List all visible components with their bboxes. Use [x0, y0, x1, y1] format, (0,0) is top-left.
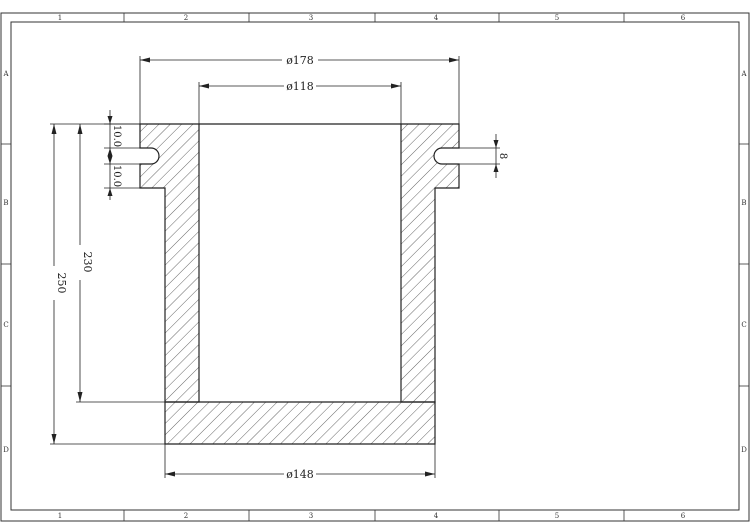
- bottom-section: [164, 401, 436, 445]
- inner-diameter-label: ø118: [286, 80, 314, 93]
- left-wall-section: [139, 123, 200, 403]
- slot-width-label: 8: [497, 153, 508, 159]
- outer-border: [0, 12, 750, 522]
- zone-label-right: A: [740, 70, 747, 78]
- zone-label-left: C: [3, 321, 8, 329]
- dimension-inner-diameter: ø118: [198, 80, 402, 124]
- inner-depth-label: 230: [81, 252, 94, 273]
- total-height-label: 250: [55, 273, 68, 294]
- dimension-outer-body: ø148: [164, 444, 436, 481]
- zone-label-bottom: 5: [555, 512, 559, 520]
- zone-label-top: 1: [58, 14, 62, 22]
- zone-label-top: 3: [309, 14, 313, 22]
- zone-label-top: 5: [555, 14, 559, 22]
- zone-label-left: D: [3, 446, 9, 454]
- zone-label-bottom: 3: [309, 512, 313, 520]
- zone-label-top: 2: [184, 14, 188, 22]
- flange-upper-thickness-label: 10.0: [111, 125, 122, 147]
- zone-label-left: B: [3, 199, 8, 207]
- dimension-inner-depth: 230: [76, 124, 165, 403]
- zone-label-top: 4: [434, 14, 439, 22]
- zone-label-bottom: 6: [681, 512, 686, 520]
- zone-label-right: B: [741, 199, 746, 207]
- flange-lower-thickness-label: 10.0: [111, 165, 122, 187]
- zone-label-left: A: [2, 70, 9, 78]
- zone-label-bottom: 2: [184, 512, 188, 520]
- zone-label-bottom: 4: [434, 512, 439, 520]
- drawing-frame: 1 2 3 4 5 6 1 2 3 4 5 6 A B C D A B C D: [0, 12, 750, 522]
- zone-label-bottom: 1: [58, 512, 62, 520]
- zone-label-right: C: [741, 321, 746, 329]
- zone-label-right: D: [741, 446, 747, 454]
- section-part: [139, 123, 460, 445]
- dimension-flange-thickness: 10.0 10.0: [104, 110, 140, 200]
- dimension-slot-width: 8: [459, 134, 508, 178]
- zone-label-top: 6: [681, 14, 686, 22]
- dimension-outer-flange: ø178: [139, 54, 460, 124]
- outer-flange-diameter-label: ø178: [286, 54, 314, 67]
- outer-body-diameter-label: ø148: [286, 468, 314, 481]
- right-wall-section: [400, 123, 460, 403]
